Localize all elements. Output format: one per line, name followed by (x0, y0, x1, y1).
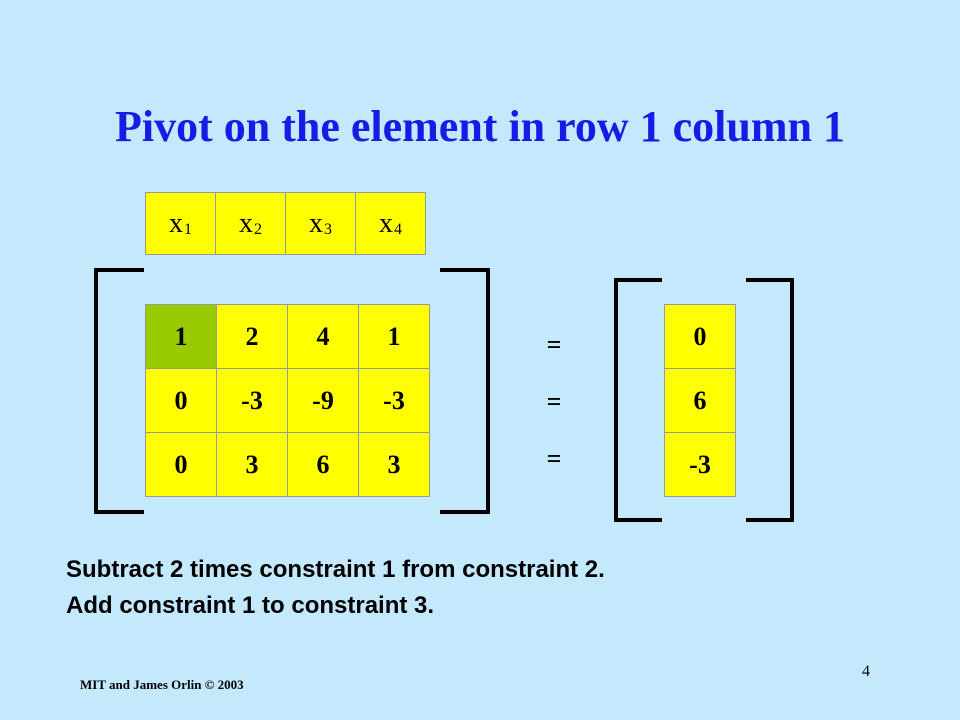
variable-name: x (239, 207, 253, 239)
instruction-line-2: Add constraint 1 to constraint 3. (66, 592, 435, 619)
variable-name: x (379, 207, 393, 239)
instructions: Subtract 2 times constraint 1 from const… (66, 552, 605, 624)
matrix-cell-r2-c3: -9 (287, 368, 359, 433)
matrix-right-bracket (440, 268, 490, 514)
matrix-cell-r2-c1: 0 (145, 368, 217, 433)
matrix-cell-r2-c2: -3 (216, 368, 288, 433)
matrix-cell-r2-c4: -3 (358, 368, 430, 433)
matrix-cell-r3-c2: 3 (216, 432, 288, 497)
variable-subscript: 4 (394, 220, 402, 238)
matrix-cell-r3-c3: 6 (287, 432, 359, 497)
variable-name: x (169, 207, 183, 239)
matrix-cell-r3-c1: 0 (145, 432, 217, 497)
rhs-right-bracket (746, 278, 794, 522)
matrix-row-1: 1 2 4 1 (145, 304, 430, 369)
equals-sign-3: = (546, 444, 562, 473)
slide-title: Pivot on the element in row 1 column 1 (114, 102, 846, 151)
matrix-cell-r1-c2: 2 (216, 304, 288, 369)
page-number: 4 (862, 663, 870, 680)
rhs-cell-1: 0 (664, 304, 736, 369)
copyright-footer: MIT and James Orlin © 2003 (80, 677, 244, 692)
variable-subscript: 1 (184, 220, 192, 238)
matrix-cell-r3-c4: 3 (358, 432, 430, 497)
matrix-row-3: 0 3 6 3 (145, 432, 430, 497)
equals-sign-2: = (546, 387, 562, 416)
variable-subscript: 2 (254, 220, 262, 238)
rhs-vector: 0 6 -3 (664, 304, 736, 497)
variable-name: x (309, 207, 323, 239)
instruction-line-1: Subtract 2 times constraint 1 from const… (66, 556, 605, 583)
matrix-cell-r1-c1: 1 (145, 304, 217, 369)
matrix-cell-r1-c3: 4 (287, 304, 359, 369)
variable-subscript: 3 (324, 220, 332, 238)
coefficient-matrix: 1 2 4 1 0 -3 -9 -3 0 3 6 3 (145, 304, 430, 497)
rhs-left-bracket (614, 278, 662, 522)
matrix-row-2: 0 -3 -9 -3 (145, 368, 430, 433)
rhs-cell-2: 6 (664, 368, 736, 433)
rhs-cell-3: -3 (664, 432, 736, 497)
matrix-left-bracket (94, 268, 144, 514)
equals-sign-1: = (546, 330, 562, 359)
matrix-cell-r1-c4: 1 (358, 304, 430, 369)
